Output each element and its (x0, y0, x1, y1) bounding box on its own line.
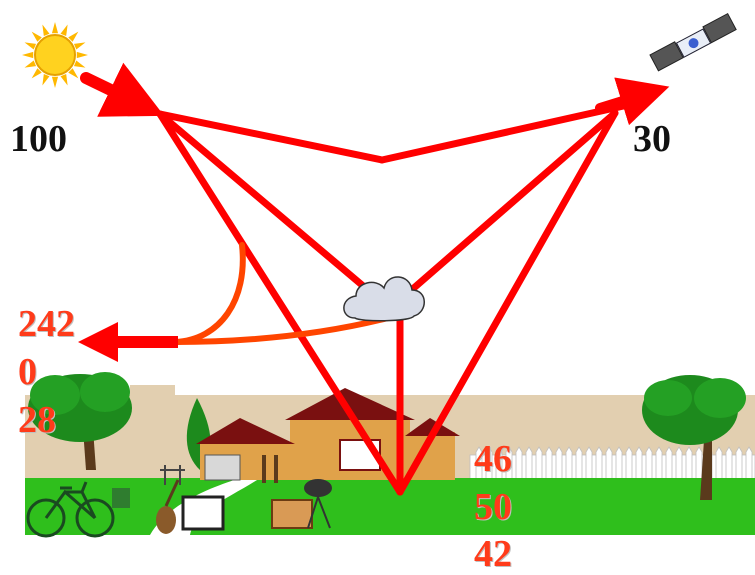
outgoing-left-arrow (78, 322, 178, 362)
tree-icon (642, 375, 746, 500)
right-value-3: 42 (474, 533, 512, 575)
outgoing-value: 30 (633, 118, 671, 160)
sun-to-cloud-arrow (156, 110, 379, 300)
lawn (25, 478, 755, 535)
right-value-2: 50 (474, 486, 512, 528)
reflect-to-v-arrow (156, 110, 386, 164)
energy-flow-arrows (80, 62, 670, 496)
cloud-to-satellite-arrow (396, 109, 619, 304)
bicycle-icon (26, 481, 115, 538)
v-to-satellite-arrow (378, 101, 632, 164)
tree-icon (28, 372, 132, 470)
cloud-icon (343, 276, 425, 322)
sun-to-surface-arrow (156, 110, 404, 496)
left-value-2: 0 (18, 351, 37, 393)
satellite-icon (649, 12, 737, 72)
right-value-1: 46 (474, 438, 512, 480)
left-value-1: 242 (18, 303, 75, 345)
yard-items (112, 465, 332, 534)
outgoing-to-space-arrow (595, 77, 670, 126)
incoming-value: 100 (10, 118, 67, 160)
left-value-3: 28 (18, 399, 56, 441)
surface-to-satellite-arrow (396, 109, 619, 496)
sun-icon (22, 22, 88, 88)
latent-heat-arrows (172, 242, 391, 345)
incoming-solar-arrow (80, 62, 165, 117)
